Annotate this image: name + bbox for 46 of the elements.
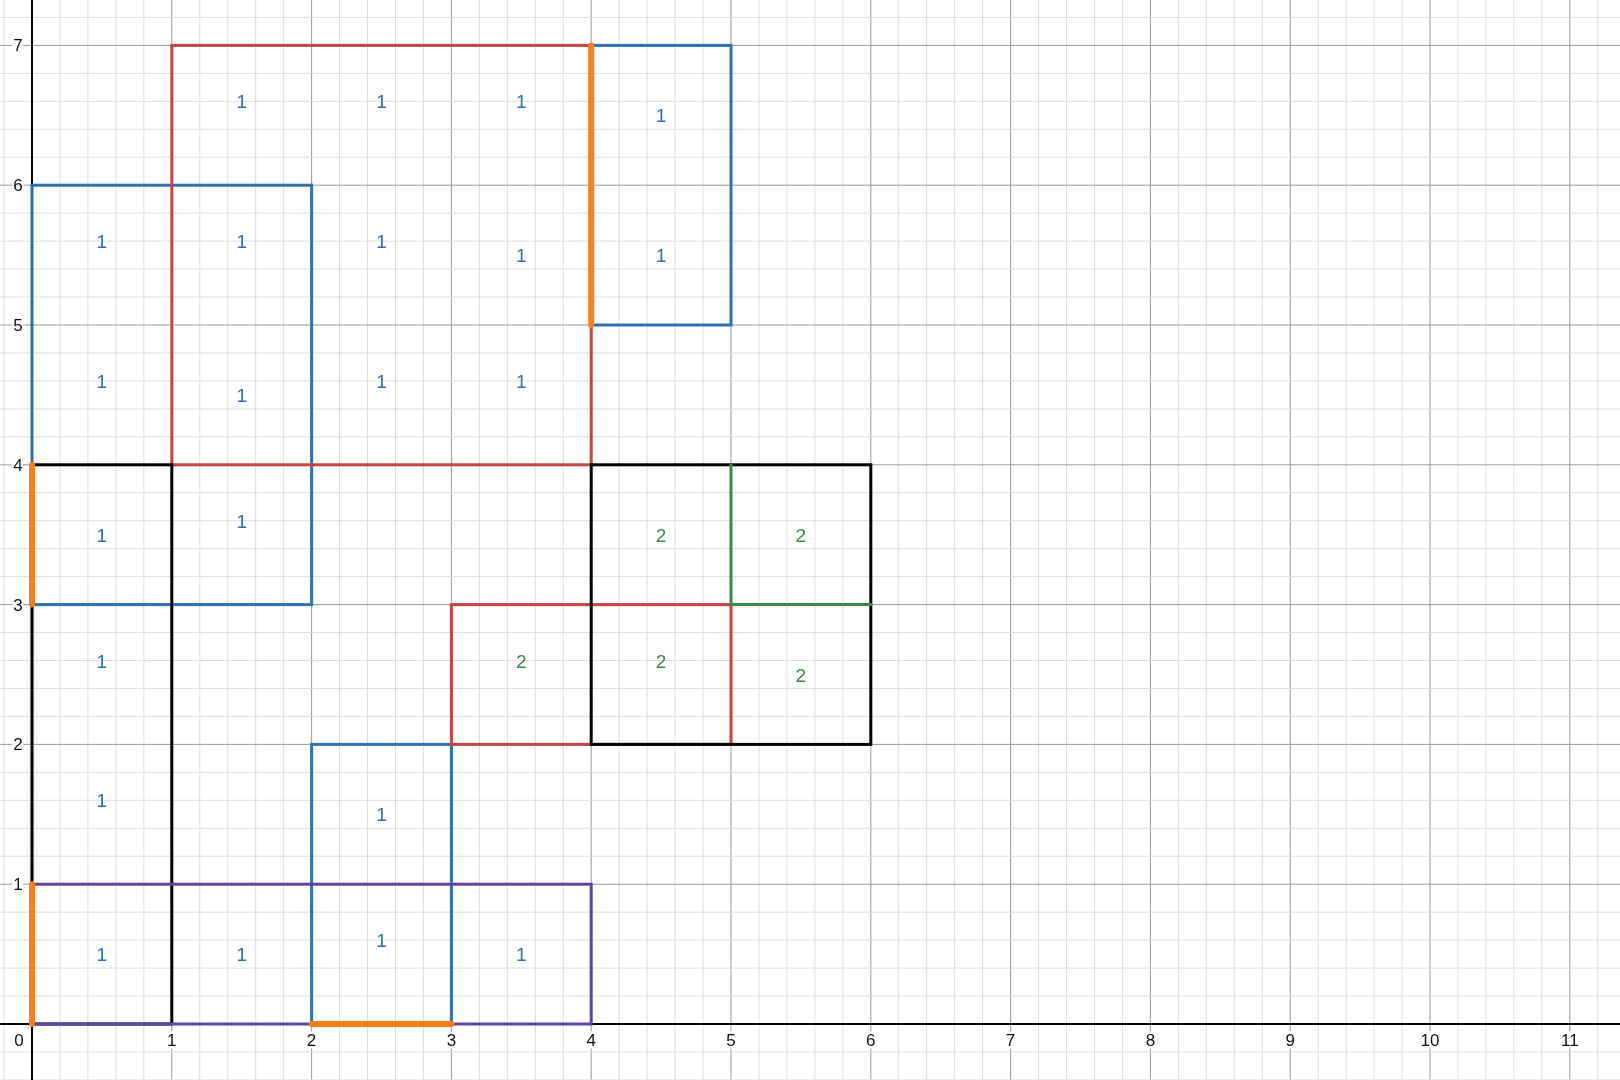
cell-number: 1	[235, 91, 248, 111]
cell-number: 2	[515, 651, 528, 670]
axis-tick-label: 0	[13, 1031, 25, 1049]
axis-tick-label: 2	[305, 1031, 318, 1049]
cell-number: 2	[654, 525, 668, 545]
axis-tick-label: 6	[865, 1031, 877, 1049]
cell-number: 1	[515, 944, 528, 964]
cell-number: 1	[515, 91, 528, 111]
cell-number: 1	[654, 105, 668, 125]
cell-number: 1	[375, 804, 388, 824]
axis-tick-label: 3	[12, 596, 24, 614]
axis-tick-label: 1	[166, 1031, 178, 1049]
cell-number: 1	[375, 231, 388, 251]
cell-number: 2	[794, 665, 808, 684]
cell-number: 1	[95, 651, 109, 670]
cell-number: 2	[654, 651, 668, 670]
axis-tick-label: 5	[725, 1031, 737, 1049]
cell-number: 1	[235, 511, 248, 531]
axis-tick-label: 5	[12, 316, 24, 334]
cell-number: 1	[95, 371, 109, 391]
cell-number: 1	[515, 371, 528, 391]
axis-tick-label: 4	[585, 1031, 597, 1049]
cell-number: 1	[375, 91, 388, 111]
cell-number: 1	[515, 245, 528, 265]
cell-number: 1	[95, 944, 109, 964]
cell-number: 1	[95, 790, 109, 810]
axis-tick-label: 3	[445, 1031, 458, 1049]
axis-tick-label: 7	[12, 36, 24, 54]
axis-tick-label: 6	[12, 176, 24, 194]
cell-number: 1	[235, 944, 248, 964]
cell-number: 1	[95, 231, 109, 251]
cell-number: 1	[375, 371, 388, 391]
cell-number: 1	[95, 525, 109, 545]
cell-number: 1	[235, 231, 248, 251]
cell-number: 1	[235, 385, 248, 405]
axis-tick-label: 8	[1144, 1031, 1157, 1049]
axis-tick-label: 1	[12, 875, 24, 893]
axis-tick-label: 11	[1559, 1031, 1580, 1049]
cell-number: 2	[794, 525, 808, 545]
cell-number: 1	[654, 245, 668, 265]
axis-tick-label: 9	[1284, 1031, 1296, 1049]
axis-tick-label: 10	[1419, 1031, 1441, 1049]
axis-tick-label: 4	[12, 456, 24, 474]
axis-tick-label: 2	[12, 735, 24, 753]
axis-tick-label: 7	[1004, 1031, 1017, 1049]
cell-number: 1	[375, 930, 388, 950]
